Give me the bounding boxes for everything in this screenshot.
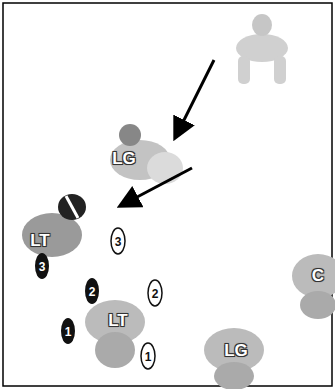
step-number: 3	[115, 236, 122, 248]
frame	[3, 3, 332, 386]
player-lg-bottom	[204, 328, 264, 389]
player-c	[292, 254, 335, 319]
move-arrow	[122, 168, 192, 205]
jersey-label: LG	[112, 150, 136, 167]
step-number: 1	[145, 351, 152, 363]
step-number: 1	[65, 326, 72, 338]
player-lt-left	[22, 194, 86, 257]
jersey-label: LT	[30, 232, 50, 249]
player-lt-bottom	[85, 300, 145, 368]
step-number: 2	[89, 286, 96, 298]
player-lg-mid	[110, 124, 183, 184]
footprints	[35, 228, 162, 369]
jersey-label: LG	[224, 342, 248, 359]
step-number: 2	[152, 288, 159, 300]
jersey-label: LT	[108, 312, 128, 329]
step-number: 3	[39, 261, 46, 273]
jersey-label: C	[312, 267, 324, 284]
move-arrow	[176, 60, 214, 136]
player-start	[236, 14, 288, 84]
